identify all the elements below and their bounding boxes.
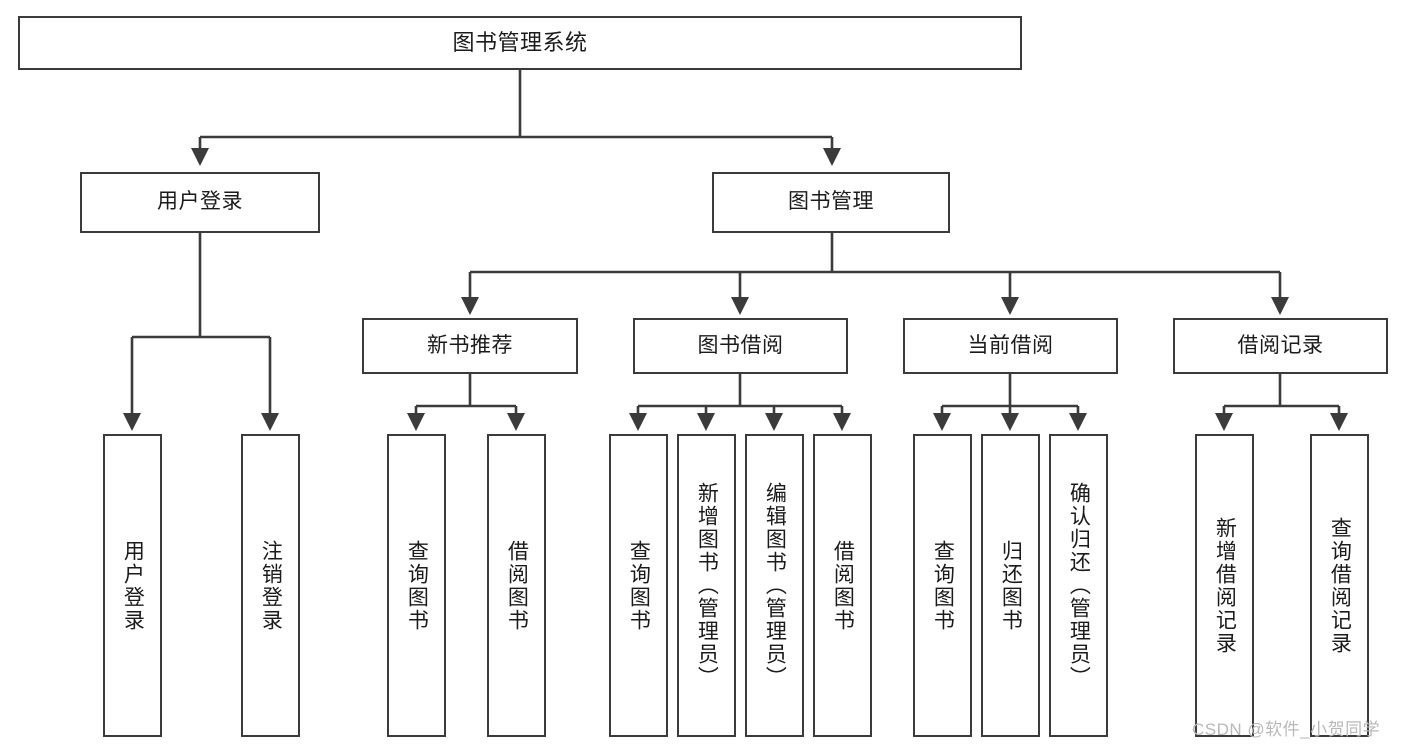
- leaf-query-book-2[interactable]: 查询图书: [609, 434, 668, 737]
- leaf-edit-book-label: 编辑图书（管理员）: [763, 482, 787, 689]
- leaf-query-book-1-label: 查询图书: [405, 539, 429, 632]
- leaf-borrow-book-1-label: 借阅图书: [505, 539, 529, 632]
- node-root[interactable]: 图书管理系统: [18, 16, 1022, 70]
- leaf-logout-login-label: 注销登录: [259, 539, 283, 632]
- leaf-user-login-label: 用户登录: [121, 539, 145, 632]
- node-root-label: 图书管理系统: [452, 30, 588, 56]
- leaf-borrow-book-2-label: 借阅图书: [831, 539, 855, 632]
- leaf-query-book-1[interactable]: 查询图书: [387, 434, 446, 737]
- node-book-manage-label: 图书管理: [788, 190, 874, 214]
- leaf-return-book-label: 归还图书: [999, 539, 1023, 632]
- leaf-confirm-return-label: 确认归还（管理员）: [1067, 482, 1091, 689]
- node-book-borrow-label: 图书借阅: [697, 333, 784, 357]
- node-book-borrow[interactable]: 图书借阅: [633, 318, 848, 374]
- node-current-borrow-label: 当前借阅: [967, 333, 1054, 357]
- leaf-query-record[interactable]: 查询借阅记录: [1310, 434, 1369, 737]
- leaf-query-book-3-label: 查询图书: [931, 539, 955, 632]
- node-user-login[interactable]: 用户登录: [80, 172, 320, 233]
- leaf-logout-login[interactable]: 注销登录: [241, 434, 300, 737]
- leaf-borrow-book-2[interactable]: 借阅图书: [813, 434, 872, 737]
- node-current-borrow[interactable]: 当前借阅: [903, 318, 1118, 374]
- leaf-add-book-label: 新增图书（管理员）: [695, 482, 719, 689]
- node-new-book-recommend-label: 新书推荐: [427, 333, 513, 357]
- leaf-user-login[interactable]: 用户登录: [103, 434, 162, 737]
- leaf-add-record-label: 新增借阅记录: [1213, 516, 1237, 655]
- node-borrow-record-label: 借阅记录: [1237, 333, 1324, 357]
- leaf-confirm-return[interactable]: 确认归还（管理员）: [1049, 434, 1108, 737]
- leaf-add-record[interactable]: 新增借阅记录: [1195, 434, 1254, 737]
- node-book-manage[interactable]: 图书管理: [712, 172, 950, 233]
- leaf-borrow-book-1[interactable]: 借阅图书: [487, 434, 546, 737]
- leaf-return-book[interactable]: 归还图书: [981, 434, 1040, 737]
- leaf-query-book-2-label: 查询图书: [627, 539, 651, 632]
- node-new-book-recommend[interactable]: 新书推荐: [362, 318, 578, 374]
- leaf-add-book[interactable]: 新增图书（管理员）: [677, 434, 736, 737]
- node-user-login-label: 用户登录: [157, 190, 243, 214]
- leaf-query-record-label: 查询借阅记录: [1328, 516, 1352, 655]
- leaf-edit-book[interactable]: 编辑图书（管理员）: [745, 434, 804, 737]
- csdn-watermark: CSDN @软件_小贺同学: [1192, 720, 1381, 739]
- leaf-query-book-3[interactable]: 查询图书: [913, 434, 972, 737]
- node-borrow-record[interactable]: 借阅记录: [1173, 318, 1388, 374]
